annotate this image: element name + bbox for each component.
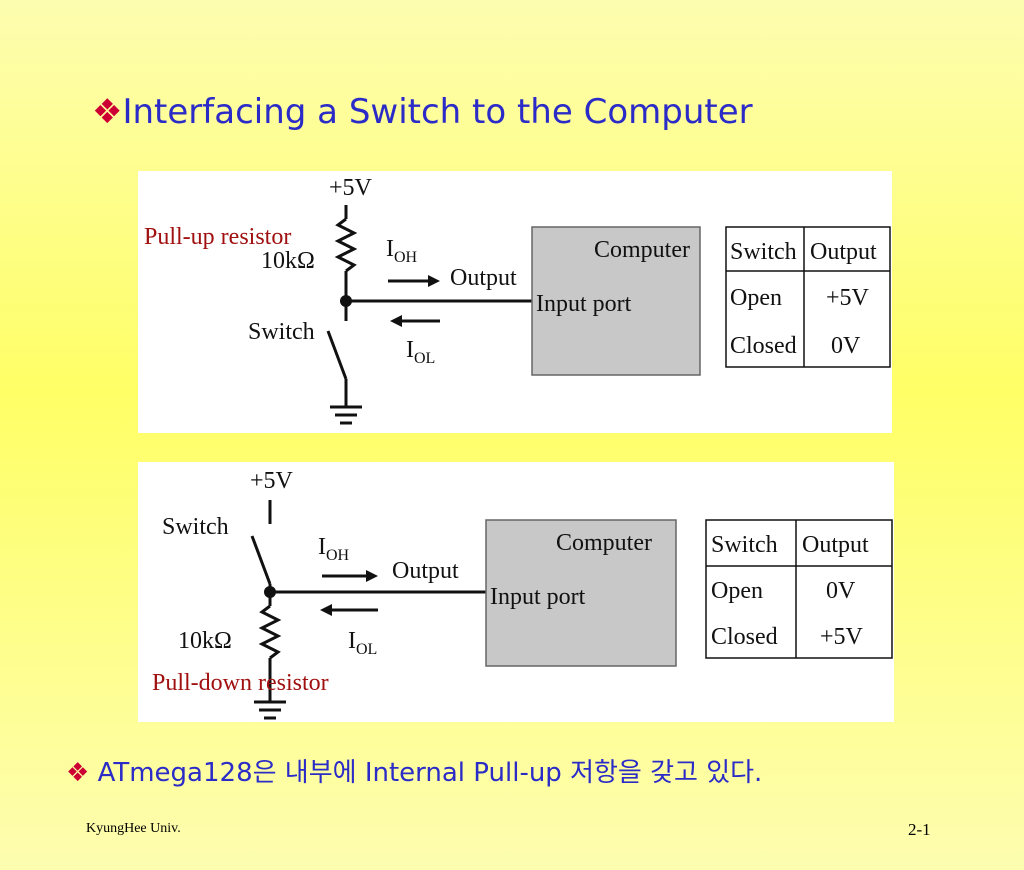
pulldown-input-port-label: Input port — [490, 584, 586, 610]
pullup-ioh-arrow-icon — [388, 275, 440, 287]
pullup-resistor-value: 10kΩ — [261, 248, 315, 274]
bullet-icon: ❖ — [92, 92, 123, 132]
pullup-switch-label: Switch — [248, 319, 315, 345]
slide-title-text: Interfacing a Switch to the Computer — [122, 92, 753, 132]
pulldown-table-cell: Open — [711, 578, 763, 604]
bullet-icon: ❖ — [66, 758, 90, 788]
pulldown-output-label: Output — [392, 558, 459, 584]
pulldown-ioh-arrow-icon — [322, 570, 378, 582]
pulldown-resistor-value: 10kΩ — [178, 628, 232, 654]
pullup-iol-arrow-icon — [390, 315, 440, 327]
pullup-iol-label: IOL — [406, 337, 435, 367]
pulldown-computer-title: Computer — [556, 530, 652, 556]
pullup-table-header-switch: Switch — [730, 239, 797, 265]
pullup-table-cell: +5V — [826, 285, 870, 311]
pullup-table-cell: Closed — [730, 333, 797, 359]
pullup-ioh-label: IOH — [386, 236, 418, 266]
pullup-resistor-icon — [334, 217, 358, 273]
pulldown-iol-label: IOL — [348, 628, 377, 658]
pullup-ground-icon — [330, 405, 362, 425]
pulldown-computer-box — [485, 519, 677, 667]
pullup-output-label: Output — [450, 265, 517, 291]
note-text: ATmega128은 내부에 Internal Pull-up 저항을 갖고 있… — [97, 758, 763, 788]
pullup-computer-title: Computer — [594, 237, 690, 263]
footer-university: KyungHee Univ. — [86, 821, 181, 836]
pulldown-switch-icon — [250, 535, 272, 585]
pulldown-resistor-label: Pull-down resistor — [152, 670, 329, 696]
pullup-table-header-output: Output — [810, 239, 877, 265]
pulldown-truth-table: Switch Output Open 0V Closed +5V — [705, 519, 893, 659]
pullup-input-port-label: Input port — [536, 291, 632, 317]
slide-title: ❖Interfacing a Switch to the Computer — [92, 92, 753, 132]
pullup-resistor-label: Pull-up resistor — [144, 224, 291, 250]
pulldown-iol-arrow-icon — [320, 604, 378, 616]
pulldown-ioh-label: IOH — [318, 534, 350, 564]
pullup-circuit-panel: +5V Pull-up resistor 10kΩ Switch IOH Out… — [138, 171, 892, 433]
pulldown-table-header-output: Output — [802, 532, 869, 558]
pulldown-table-header-switch: Switch — [711, 532, 778, 558]
pulldown-circuit-panel: +5V Switch 10kΩ Pull-down resistor IOH O… — [138, 462, 894, 722]
note-line: ❖ ATmega128은 내부에 Internal Pull-up 저항을 갖고… — [66, 752, 762, 789]
pullup-switch-icon — [326, 330, 348, 380]
pulldown-circuit-diagram: +5V Switch 10kΩ Pull-down resistor IOH O… — [152, 468, 893, 720]
pullup-table-cell: 0V — [831, 333, 861, 359]
pullup-truth-table: Switch Output Open +5V Closed 0V — [725, 226, 891, 368]
pullup-table-cell: Open — [730, 285, 782, 311]
pulldown-supply-label: +5V — [250, 468, 294, 494]
pullup-circuit-diagram: +5V Pull-up resistor 10kΩ Switch IOH Out… — [144, 175, 891, 425]
footer-page-number: 2-1 — [908, 820, 931, 839]
pullup-supply-label: +5V — [329, 175, 373, 201]
pulldown-switch-label: Switch — [162, 514, 229, 540]
pulldown-table-cell: 0V — [826, 578, 856, 604]
pulldown-ground-icon — [254, 700, 286, 720]
pulldown-resistor-icon — [258, 604, 282, 660]
pulldown-table-cell: +5V — [820, 624, 864, 650]
pullup-computer-box — [531, 226, 701, 376]
pulldown-table-cell: Closed — [711, 624, 778, 650]
